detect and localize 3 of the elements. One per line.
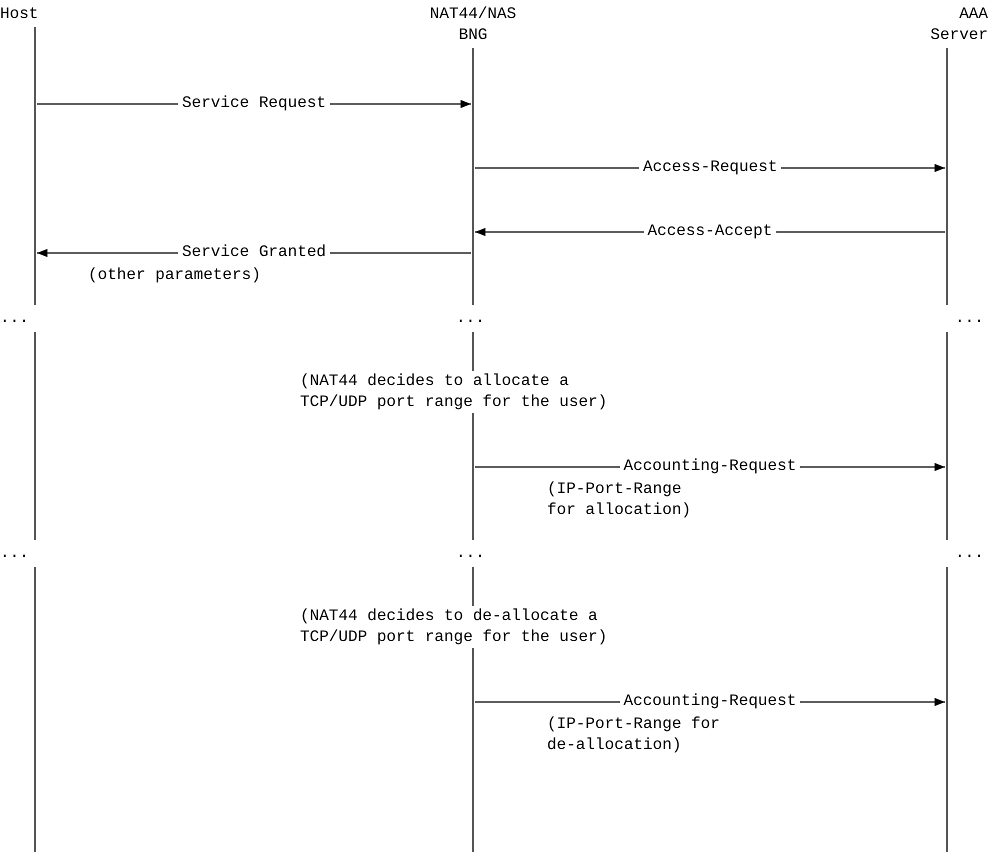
participant-label: AAA Server [929,4,988,46]
participant-label: NAT44/NAS BNG [428,4,518,46]
participant-label: Host [0,4,40,25]
